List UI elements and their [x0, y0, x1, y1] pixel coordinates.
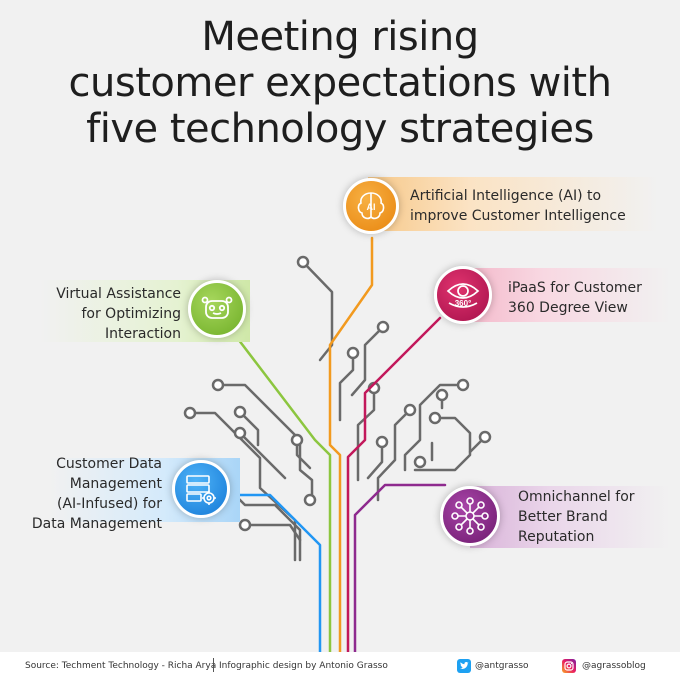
page-title: Meeting rising customer expectations wit… — [0, 14, 680, 152]
footer-source: Source: Techment Technology - Richa Arya — [25, 661, 217, 671]
footer-instagram-handle[interactable]: @agrassoblog — [582, 661, 646, 671]
robot-face-icon — [188, 280, 246, 338]
title-line-3: five technology strategies — [86, 106, 594, 152]
footer-twitter-handle[interactable]: @antgrasso — [475, 661, 529, 671]
strategy-data-management-line-3: (AI-Infused) for — [57, 496, 162, 512]
eye-360-icon: 360° — [434, 266, 492, 324]
strategy-omnichannel-line-3: Reputation — [518, 529, 595, 545]
footer-bar: Source: Techment Technology - Richa Arya… — [0, 652, 680, 680]
strategy-data-management-line-4: Data Management — [31, 516, 162, 532]
strategy-omnichannel-line-2: Better Brand — [518, 509, 608, 525]
gray-circuit-branches — [188, 260, 487, 562]
network-hub-icon — [440, 486, 500, 546]
strategy-virtual-assistance-line-3: Interaction — [105, 326, 181, 342]
strategy-data-management-line-1: Customer Data — [56, 456, 162, 472]
title-line-2: customer expectations with — [68, 60, 612, 106]
instagram-camera-icon[interactable] — [562, 659, 576, 673]
footer-design-credit: Infographic design by Antonio Grasso — [219, 661, 388, 671]
server-gear-icon — [172, 460, 230, 518]
strategy-omnichannel-line-1: Omnichannel for — [518, 489, 635, 505]
strategy-ai-line-1: Artificial Intelligence (AI) to — [410, 188, 602, 204]
strategy-ipaas-line-1: iPaaS for Customer — [508, 280, 642, 296]
circuit-terminal-nodes — [183, 255, 492, 532]
strategy-omnichannel-band — [470, 486, 670, 548]
strategy-virtual-assistance-line-2: for Optimizing — [81, 306, 181, 322]
strategy-ai-band — [368, 177, 658, 231]
trunk-line-ipaas — [346, 316, 442, 657]
strategy-data-management-line-2: Management — [69, 476, 162, 492]
twitter-bird-icon[interactable] — [457, 659, 471, 673]
strategy-ipaas-line-2: 360 Degree View — [508, 300, 628, 316]
trunk-line-ai — [328, 236, 374, 657]
title-line-1: Meeting rising — [201, 14, 479, 60]
svg-text:AI: AI — [367, 202, 376, 212]
svg-text:360°: 360° — [455, 299, 472, 308]
strategy-ipaas-band — [460, 268, 670, 322]
strategy-virtual-assistance-line-1: Virtual Assistance — [56, 286, 181, 302]
trunk-line-data-management — [233, 493, 322, 657]
trunk-line-omnichannel — [353, 483, 447, 657]
trunk-line-virtual-assistance — [233, 333, 332, 657]
ai-brain-icon: AI — [343, 178, 399, 234]
footer-divider — [213, 658, 214, 672]
strategy-ai-line-2: improve Customer Intelligence — [410, 208, 626, 224]
